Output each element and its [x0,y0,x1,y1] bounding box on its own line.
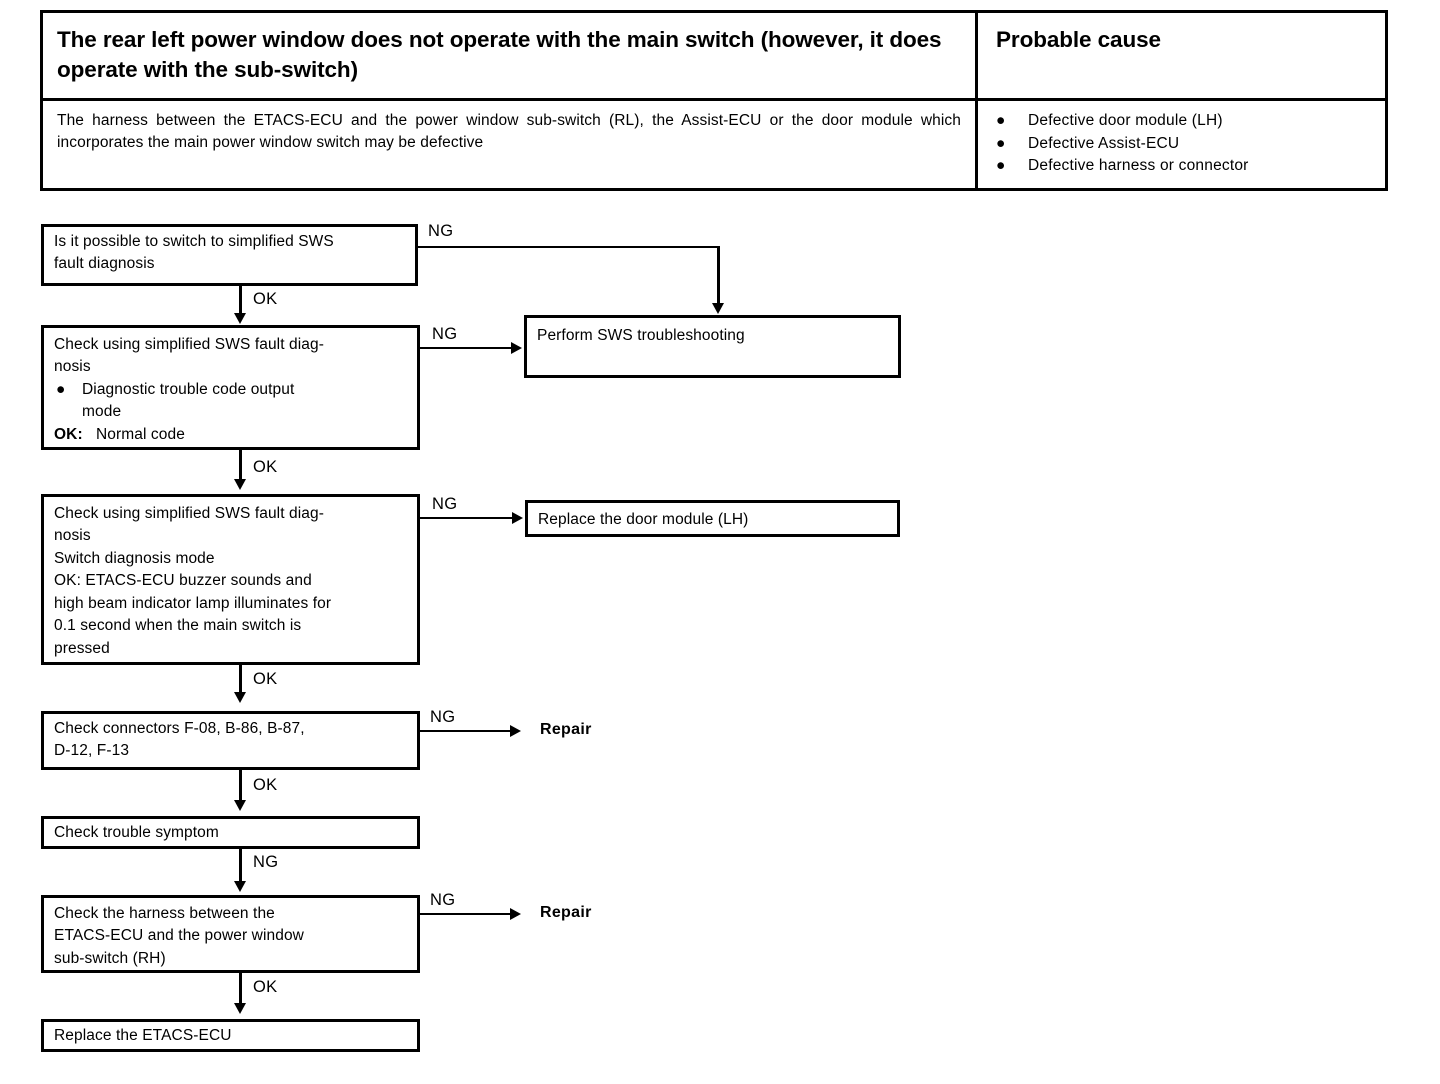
step2-line2: nosis [54,358,91,376]
out-door-module-line1: Replace the door module (LH) [538,511,749,528]
edge-ok3-arrowhead [234,692,246,703]
flow-box-step2: Check using simplified SWS fault diag- n… [41,325,420,450]
edge-label-ng5: NG [253,853,279,871]
edge-ng3-arrowhead [512,512,523,524]
bullet-icon: ● [996,134,1006,152]
edge-ng6-horizontal [420,913,512,915]
edge-ng1-vertical [717,246,720,306]
flow-box-step6: Check the harness between the ETACS-ECU … [41,895,420,973]
edge-label-ng1: NG [428,222,454,240]
edge-label-ng2: NG [432,325,458,343]
table-body-row: The harness between the ETACS-ECU and th… [43,100,1385,189]
probable-cause-list: ● Defective door module (LH) ● Defective A… [996,110,1371,178]
edge-label-ok4: OK [253,776,278,794]
edge-ng1-arrowhead [712,303,724,314]
cause-text: Defective harness or connector [1028,157,1249,175]
out-sws-line1: Perform SWS troubleshooting [537,327,745,344]
list-item: ● Defective door module (LH) [996,110,1371,133]
step2-bullet-line2: mode [54,401,409,423]
table-header-row: The rear left power window does not oper… [43,13,1385,101]
symptom-description: The harness between the ETACS-ECU and th… [57,111,961,151]
edge-ng5-arrowhead [234,881,246,892]
repair-label-1: Repair [540,721,592,738]
list-item: ● Defective harness or connector [996,155,1371,178]
edge-label-ok2: OK [253,458,278,476]
flow-box-step3: Check using simplified SWS fault diag- n… [41,494,420,665]
edge-ok5-vertical [239,973,242,1008]
edge-ok4-vertical [239,770,242,805]
edge-ng1-horizontal [418,246,720,248]
step6-line1: Check the harness between the [54,905,275,922]
edge-ng4-arrowhead [510,725,521,737]
step3-line5: high beam indicator lamp illuminates for [54,594,332,612]
probable-cause-list-cell: ● Defective door module (LH) ● Defective A… [978,101,1385,188]
step3-line7: pressed [54,639,110,657]
flow-box-step1: Is it possible to switch to simplified S… [41,224,418,286]
flow-box-step5: Check trouble symptom [41,816,420,849]
edge-ng2-horizontal [420,347,513,349]
step3-line1: Check using simplified SWS fault diag- [54,505,324,522]
step1-line1: Is it possible to switch to simplified S… [54,233,334,250]
edge-ng2-arrowhead [511,342,522,354]
step2-ok-value: Normal code [95,425,185,443]
edge-label-ng4: NG [430,708,456,726]
step3-line6: 0.1 second when the main switch is [54,617,302,635]
step3-line3: Switch diagnosis mode [54,549,215,567]
step2-ok-line: OK: Normal code [54,424,409,446]
symptom-title: The rear left power window does not oper… [57,27,942,82]
list-item: ● Defective Assist-ECU [996,133,1371,156]
step4-line1: Check connectors F-08, B-86, B-87, [54,720,305,737]
step7-line1: Replace the ETACS-ECU [54,1027,232,1044]
symptom-description-cell: The harness between the ETACS-ECU and th… [43,100,978,189]
edge-ok1-vertical [239,286,242,318]
bullet-icon: ● [996,157,1006,175]
edge-ok5-arrowhead [234,1003,246,1014]
edge-label-ok5: OK [253,978,278,996]
step3-line2: nosis [54,527,91,545]
step6-line3: sub-switch (RH) [54,949,166,967]
cause-text: Defective Assist-ECU [1028,134,1180,152]
edge-ok1-arrowhead [234,313,246,324]
edge-ok2-vertical [239,450,242,483]
step2-bullet-text-cont: mode [82,403,122,421]
edge-ng4-horizontal [420,730,512,732]
bullet-icon: ● [996,111,1006,129]
symptom-cause-table: The rear left power window does not oper… [40,10,1388,192]
edge-ok2-arrowhead [234,479,246,490]
edge-ng6-arrowhead [510,908,521,920]
edge-ok4-arrowhead [234,800,246,811]
flow-box-step4: Check connectors F-08, B-86, B-87, D-12,… [41,711,420,770]
step3-line4: OK: ETACS-ECU buzzer sounds and [54,572,312,590]
edge-ng5-vertical [239,849,242,887]
step1-line2: fault diagnosis [54,255,155,273]
edge-label-ng6: NG [430,891,456,909]
edge-ng3-horizontal [420,517,514,519]
probable-cause-title: Probable cause [996,27,1161,52]
step2-ok-label: OK: [54,425,83,443]
cause-text: Defective door module (LH) [1028,111,1223,129]
flow-box-perform-sws-troubleshooting: Perform SWS troubleshooting [524,315,901,378]
step2-line1: Check using simplified SWS fault diag- [54,336,324,353]
step4-line2: D-12, F-13 [54,742,130,760]
symptom-header-cell: The rear left power window does not oper… [43,13,978,98]
flow-box-replace-door-module: Replace the door module (LH) [525,500,900,537]
flow-box-step7: Replace the ETACS-ECU [41,1019,420,1052]
edge-label-ok1: OK [253,290,278,308]
probable-cause-header-cell: Probable cause [978,13,1385,98]
step6-line2: ETACS-ECU and the power window [54,927,304,945]
edge-label-ok3: OK [253,670,278,688]
edge-label-ng3: NG [432,495,458,513]
repair-label-2: Repair [540,904,592,921]
edge-ok3-vertical [239,665,242,697]
step5-line1: Check trouble symptom [54,824,219,841]
step2-bullet-line1: ● Diagnostic trouble code output [54,379,409,401]
step2-bullet-text: Diagnostic trouble code output [82,380,295,398]
bullet-icon: ● [56,380,66,398]
